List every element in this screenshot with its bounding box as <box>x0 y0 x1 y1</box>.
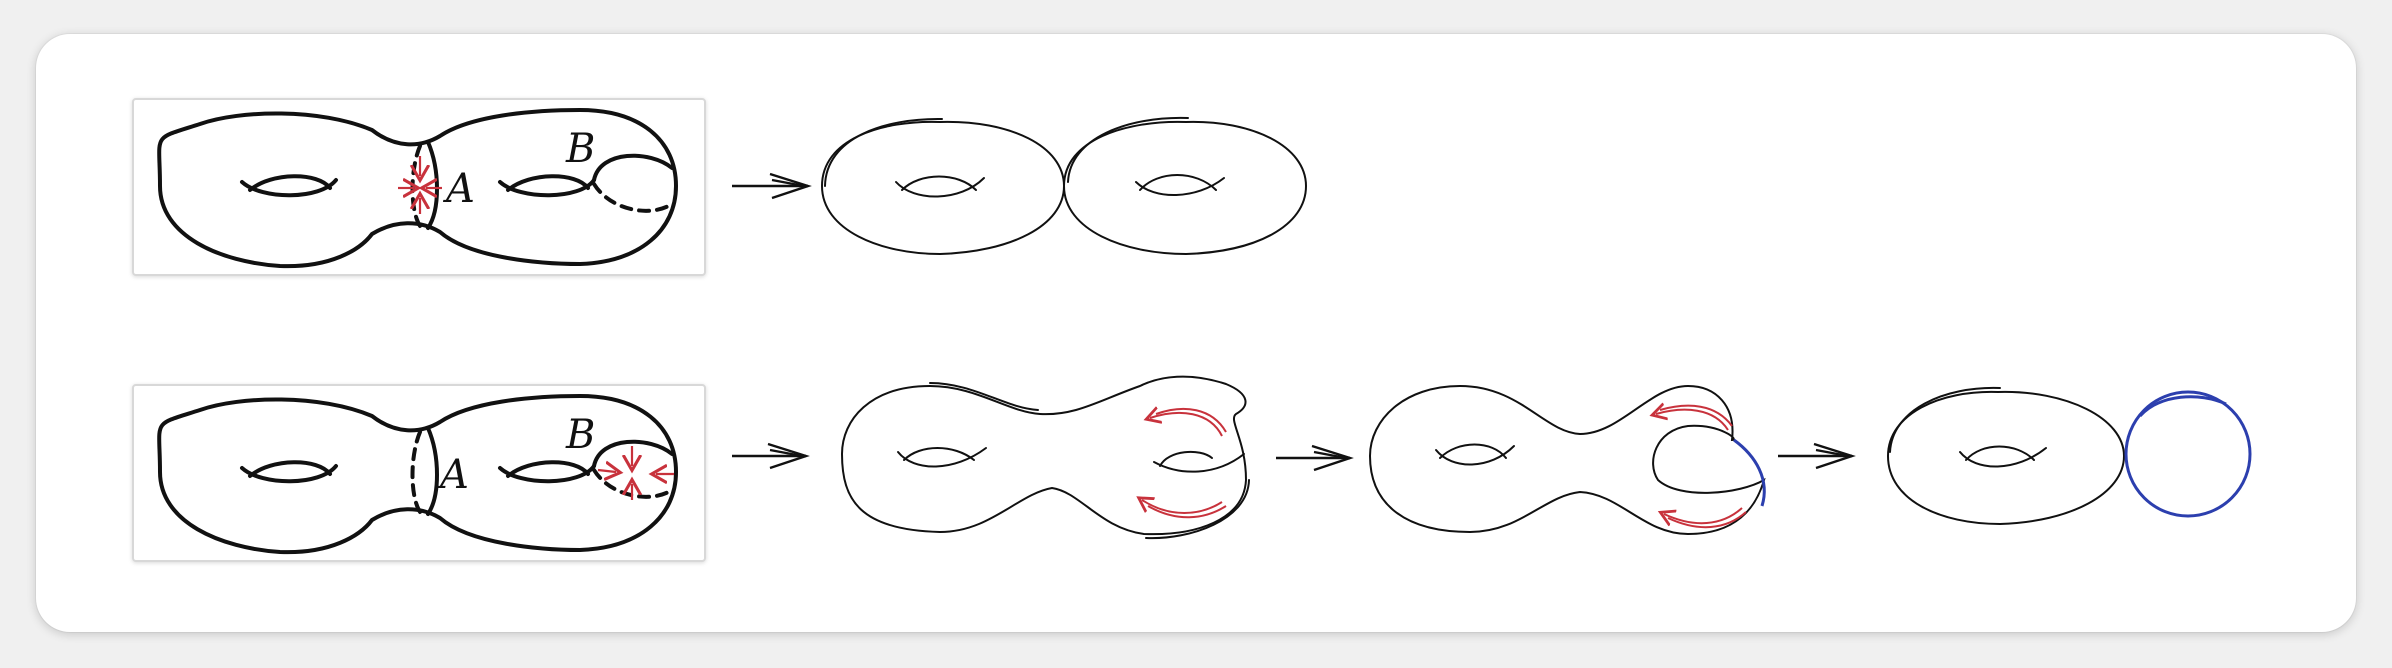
curve-a-label-bottom: A <box>436 452 469 498</box>
bottom-step-2-red-arrows <box>1142 409 1227 519</box>
curve-b-label-bottom: B <box>565 412 595 458</box>
bottom-arrow-2 <box>1276 444 1354 472</box>
bottom-arrow-3 <box>1778 442 1856 470</box>
bottom-sphere-result <box>2124 390 2252 518</box>
curve-a-label-top: A <box>442 166 475 212</box>
top-red-arrows <box>398 156 442 214</box>
top-two-tori-result <box>820 116 1308 256</box>
top-arrow-1 <box>732 172 812 200</box>
bottom-step-3-surface <box>1368 384 1766 536</box>
bottom-step-3-blue-curve <box>1733 438 1766 507</box>
bottom-step-2-surface <box>840 375 1250 540</box>
bottom-torus-result <box>1886 386 2126 526</box>
bottom-genus-two-surface <box>157 393 679 555</box>
bottom-red-arrows <box>597 446 674 500</box>
curve-b-label-top: B <box>565 126 595 172</box>
bottom-arrow-1 <box>732 442 810 470</box>
bottom-step-3-red-arrows <box>1656 406 1747 529</box>
top-genus-two-surface <box>157 107 679 269</box>
